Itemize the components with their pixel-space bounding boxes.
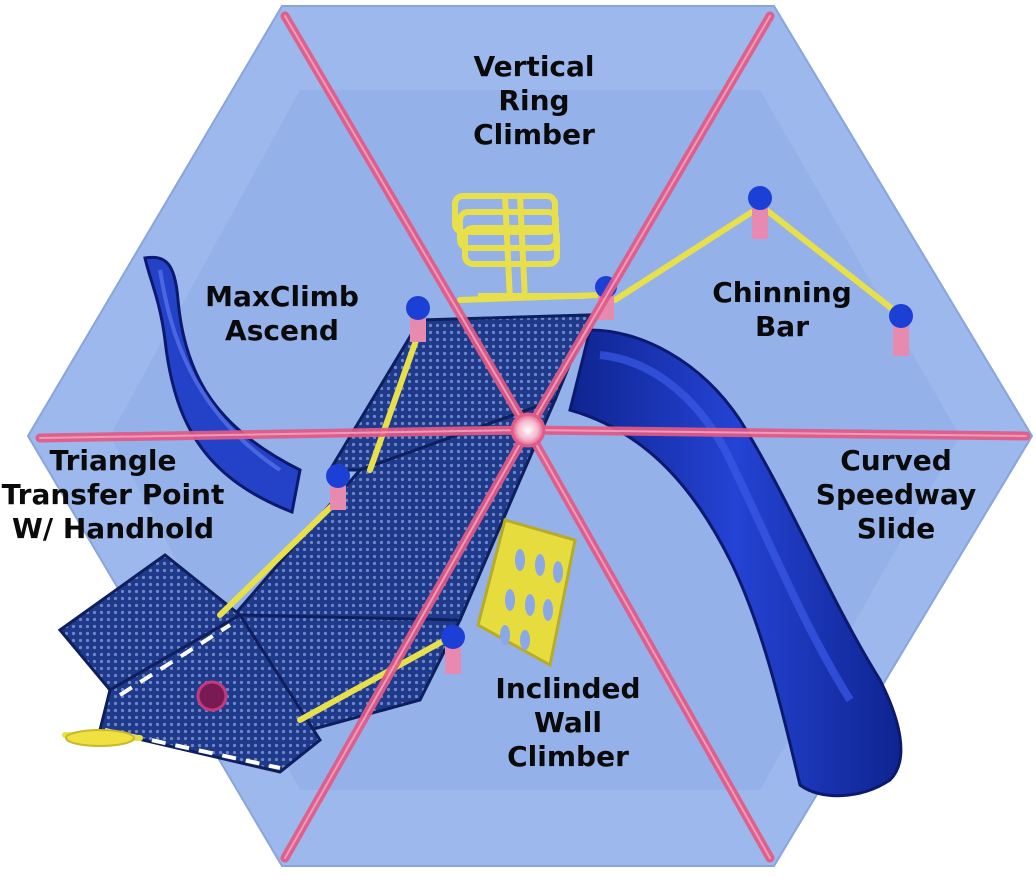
label-triangle-transfer-point: Triangle Transfer Point W/ Handhold — [1, 444, 225, 545]
label-maxclimb-ascend: MaxClimb Ascend — [205, 280, 359, 347]
post — [406, 296, 430, 342]
center-hub — [510, 412, 546, 448]
handhold-ring-structure — [65, 729, 135, 747]
post — [889, 304, 913, 356]
zone-divider-highlights — [39, 15, 1027, 859]
vertical-ring-climber-structure — [452, 193, 585, 301]
label-chinning-bar: Chinning Bar — [712, 276, 852, 343]
maxclimb-ascend-structure — [143, 255, 302, 515]
post — [748, 186, 772, 239]
label-vertical-ring-climber: Vertical Ring Climber — [473, 50, 595, 151]
support-posts — [326, 186, 913, 674]
post — [441, 625, 465, 674]
curved-speedway-slide-structure — [568, 328, 903, 798]
label-inclined-wall-climber: Inclinded Wall Climber — [495, 672, 641, 773]
inclined-wall-climber-structure — [476, 518, 577, 668]
post — [326, 464, 350, 510]
label-curved-speedway-slide: Curved Speedway Slide — [815, 444, 977, 545]
